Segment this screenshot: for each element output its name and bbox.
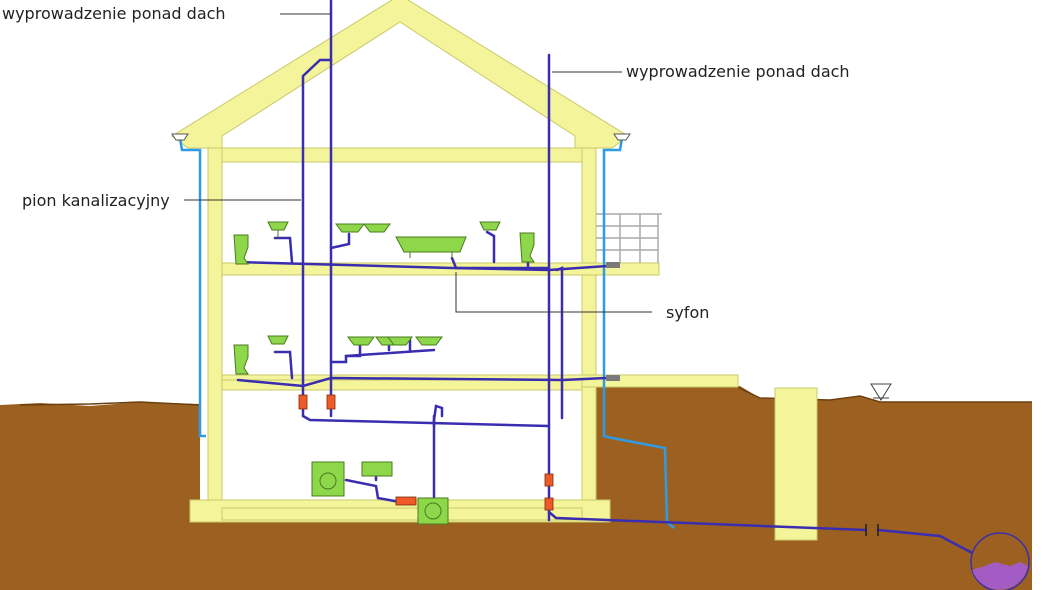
fittings	[298, 394, 554, 511]
utility-sink-icon	[361, 461, 393, 477]
washbasin-icon	[363, 223, 391, 233]
sewer-pipes	[236, 0, 980, 558]
washbasin-icon	[479, 221, 501, 231]
cesspool	[970, 532, 1030, 590]
balcony-railing	[596, 213, 662, 263]
bathtub-icon	[395, 236, 467, 258]
washbasin-icon	[347, 336, 375, 346]
wall-penetrations	[606, 262, 620, 381]
trap-label: syfon	[666, 303, 709, 322]
gutter-icon	[171, 133, 631, 141]
pump-icon	[417, 497, 449, 525]
toilet-icon	[233, 344, 249, 375]
pipe-joint	[865, 524, 879, 536]
washbasin-icon	[267, 335, 289, 345]
washbasin-icon	[415, 336, 443, 346]
washbasin-icon	[335, 223, 365, 233]
vent-label-left: wyprowadzenie ponad dach	[2, 4, 226, 23]
fixtures	[233, 221, 535, 525]
vent-label-right: wyprowadzenie ponad dach	[626, 62, 850, 81]
label-leaders	[184, 13, 652, 313]
toilet-icon	[233, 234, 249, 265]
ground	[0, 385, 1032, 590]
stack-label: pion kanalizacyjny	[22, 191, 170, 210]
washbasin-icon	[267, 221, 289, 238]
toilet-icon	[519, 232, 535, 263]
rain-downpipes	[178, 137, 675, 529]
washbasin-icon	[387, 336, 413, 346]
washing-machine-icon	[311, 461, 345, 497]
water-level-triangle-icon	[870, 383, 892, 401]
